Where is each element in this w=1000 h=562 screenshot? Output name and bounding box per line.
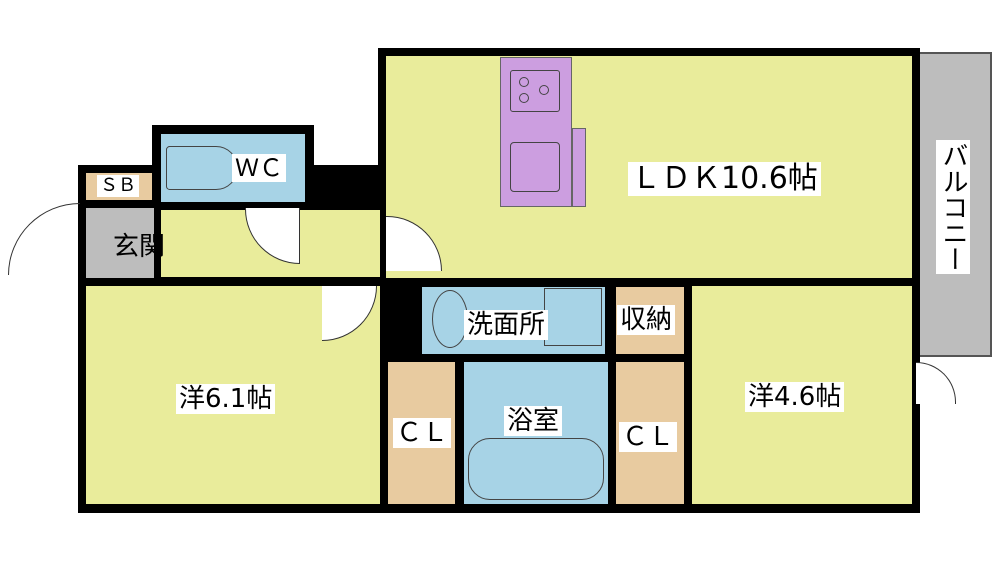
balcony-label: バルコニー — [936, 140, 970, 274]
western-room-a-label: 洋6.1帖 — [176, 384, 276, 414]
balcony-door[interactable] — [916, 362, 956, 404]
wc-label: ＷＣ — [232, 154, 286, 182]
entrance-label: 玄関 — [113, 232, 166, 262]
toilet-icon — [166, 146, 238, 190]
closet-b-label: ＣＬ — [619, 422, 678, 452]
sink-icon — [510, 142, 560, 192]
stove-icon — [510, 70, 560, 112]
closet-a-label: ＣＬ — [393, 418, 452, 448]
storage-label: 収納 — [617, 305, 676, 335]
bathtub-icon — [468, 438, 604, 500]
washbasin-icon — [432, 290, 468, 348]
bath-label: 浴室 — [504, 406, 563, 436]
ldk-label: ＬＤＫ10.6帖 — [628, 162, 821, 196]
washroom-label: 洗面所 — [464, 310, 549, 340]
kitchen-counter — [500, 57, 572, 207]
sb-label: ＳＢ — [97, 175, 139, 197]
entrance-door[interactable] — [8, 203, 80, 275]
western-room-b-label: 洋4.6帖 — [745, 382, 845, 412]
washer-pan-icon — [544, 288, 602, 346]
entrance — [86, 208, 154, 278]
counter-edge — [572, 128, 586, 207]
